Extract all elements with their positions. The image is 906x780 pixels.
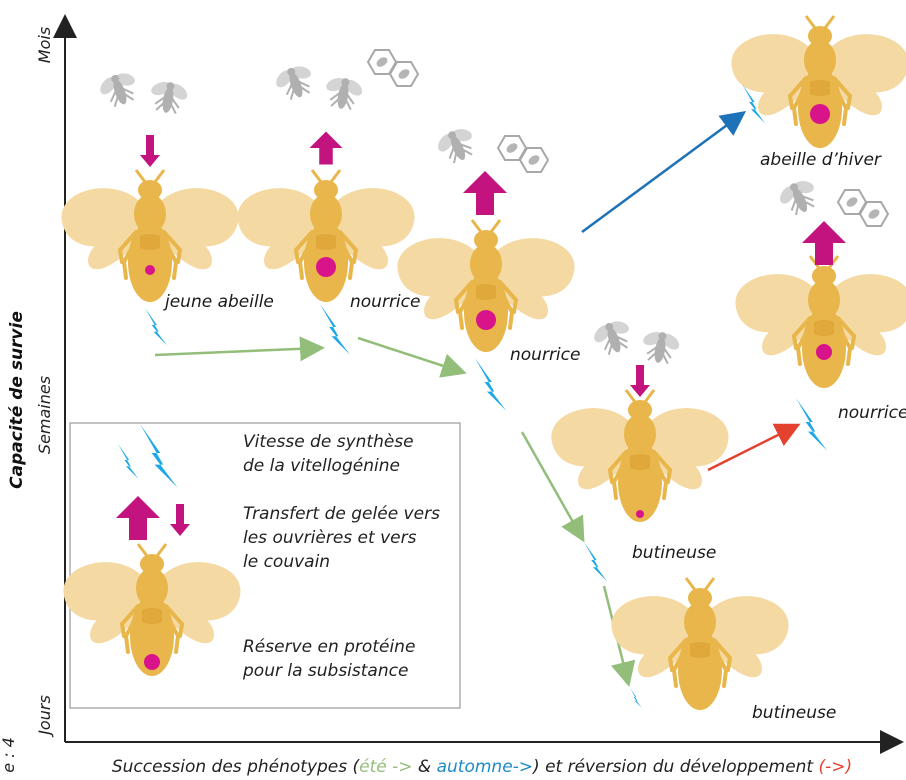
x-title-prefix: Succession des phénotypes (: [112, 757, 361, 777]
x-title-automne: automne->: [437, 757, 533, 777]
down-transfer-arrow: [170, 504, 190, 536]
label-nourrice-1: nourrice: [350, 292, 420, 312]
legend-vitellogenine-line1: Vitesse de synthèse: [243, 432, 414, 452]
legend: Vitesse de synthèse de la vitellogénine …: [63, 423, 460, 708]
y-tick-semaines: Semaines: [35, 376, 54, 454]
y-tick-jours: Jours: [35, 695, 54, 738]
label-butineuse-2: butineuse: [752, 703, 836, 723]
x-title-middle: ) et réversion du développement: [531, 757, 818, 777]
grey-bees-icon: [588, 314, 684, 366]
lightning-icon: [475, 358, 506, 411]
x-title-ete: été ->: [359, 757, 412, 777]
down-transfer-arrow: [630, 365, 650, 397]
protein-dot: [316, 257, 336, 277]
grey-bees-icon: [94, 66, 192, 116]
bee-butineuse-2: [611, 578, 788, 710]
lightning-icon-large: [140, 424, 178, 488]
up-transfer-arrow: [463, 171, 507, 215]
label-jeune-abeille: jeune abeille: [163, 292, 274, 312]
label-nourrice-2: nourrice: [510, 345, 580, 365]
grey-bee-icon: [773, 173, 824, 221]
cells-icon: [368, 50, 418, 86]
up-transfer-arrow: [802, 221, 846, 265]
lightning-icon: [584, 542, 607, 582]
lightning-icon: [630, 688, 642, 708]
cells-icon: [498, 136, 548, 172]
legend-vitellogenine: Vitesse de synthèse de la vitellogénine: [243, 432, 419, 476]
protein-dot: [476, 310, 496, 330]
protein-dot: [145, 265, 155, 275]
bee-nourrice-1: [237, 170, 414, 302]
protein-dot: [144, 654, 160, 670]
protein-dot: [810, 104, 830, 124]
label-abeille-hiver: abeille d’hiver: [760, 150, 882, 170]
legend-transfert-line1: Transfert de gelée vers: [243, 504, 440, 524]
y-axis-title: Capacité de survie: [7, 311, 27, 489]
up-transfer-arrow: [310, 132, 343, 165]
protein-dot: [816, 344, 832, 360]
legend-reserve: Réserve en protéine pour la subsistance: [242, 637, 421, 681]
bee-nourrice-3: [735, 256, 906, 388]
grey-bee-icon: [431, 121, 482, 169]
label-butineuse-1: butineuse: [632, 543, 716, 563]
x-title-amp: &: [413, 757, 437, 777]
legend-transfert-line2: les ouvrières et vers: [243, 528, 417, 548]
bee-jeune-abeille: [61, 170, 238, 302]
lightning-icon: [796, 398, 827, 451]
ete-arrow-2: [358, 338, 462, 372]
legend-reserve-line1: Réserve en protéine: [243, 637, 415, 657]
lightning-icon: [145, 308, 167, 345]
bee-abeille-hiver: [731, 16, 906, 148]
label-nourrice-3: nourrice: [838, 403, 906, 423]
grey-bees-icon: [270, 59, 367, 112]
cells-icon: [838, 190, 888, 226]
y-tick-mois: Mois: [35, 27, 54, 63]
lightning-icon: [320, 304, 350, 355]
legend-transfert: Transfert de gelée vers les ouvrières et…: [243, 504, 445, 572]
x-title-reversion: (->): [819, 757, 853, 777]
up-transfer-arrow: [116, 496, 160, 540]
legend-vitellogenine-line2: de la vitellogénine: [243, 456, 400, 476]
x-axis-title: Succession des phénotypes (été -> & auto…: [112, 757, 852, 777]
legend-transfert-line3: le couvain: [243, 552, 330, 572]
bee-nourrice-2: [397, 220, 574, 352]
margin-text: e : 4: [0, 737, 18, 773]
protein-dot: [636, 510, 644, 518]
bee-butineuse-1: [551, 390, 728, 522]
legend-reserve-line2: pour la subsistance: [242, 661, 408, 681]
ete-arrow-1: [155, 348, 320, 355]
legend-bee: [63, 544, 240, 676]
lightning-icon-small: [118, 444, 139, 479]
automne-arrow: [582, 114, 742, 232]
down-transfer-arrow: [140, 135, 160, 167]
